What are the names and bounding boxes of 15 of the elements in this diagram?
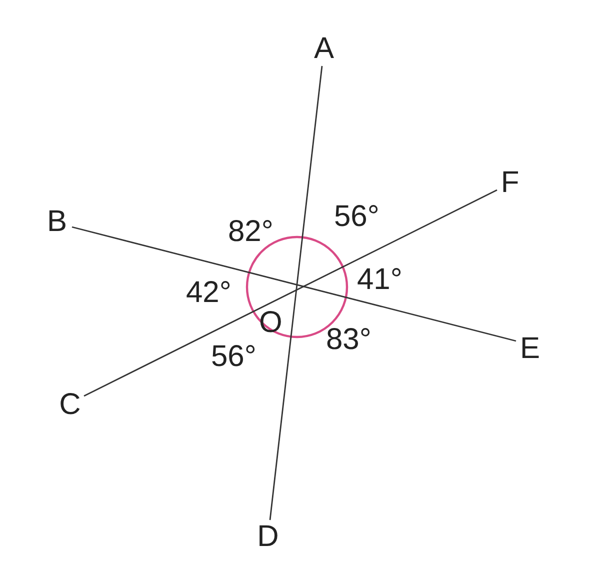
angle-label: 42° (186, 276, 232, 310)
angle-label: 41° (357, 263, 402, 297)
point-label: E (516, 332, 544, 366)
point-label: D (254, 520, 282, 554)
point-label: C (56, 388, 84, 422)
point-label: B (42, 205, 72, 239)
line (72, 226, 516, 342)
angle-label: 83° (326, 323, 372, 357)
angle-label: 56° (334, 200, 380, 234)
point-label: F (497, 166, 523, 200)
point-label: A (310, 32, 338, 66)
line (84, 189, 498, 397)
angle-label: 82° (228, 215, 274, 249)
angle-label: 56° (211, 340, 256, 374)
line (269, 66, 323, 520)
